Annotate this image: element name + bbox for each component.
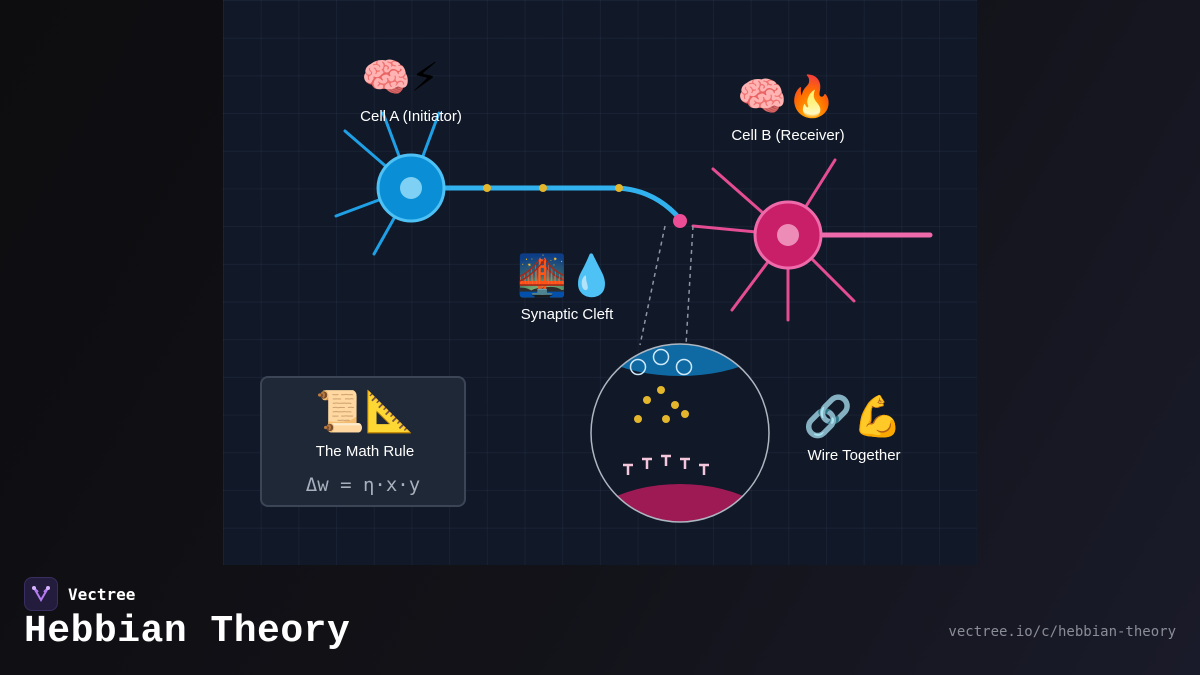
math-rule-label: The Math Rule	[315, 443, 415, 460]
neuron-diagram	[334, 111, 933, 523]
vesicle	[629, 358, 647, 376]
math-formula: Δw = η·x·y	[305, 474, 421, 496]
brand: Vectree	[24, 577, 135, 611]
synaptic-cleft-label: Synaptic Cleft	[520, 306, 614, 323]
cell-a-emoji: 🧠⚡	[361, 55, 439, 101]
cell-b-label: Cell B (Receiver)	[731, 127, 845, 144]
zoom-guide-line	[685, 225, 694, 346]
axon-a	[442, 185, 683, 222]
neurotransmitters	[634, 386, 689, 423]
vesicle	[675, 358, 693, 376]
vesicle	[652, 348, 670, 366]
signal-dot	[615, 184, 623, 192]
wire-together-emoji: 🔗💪	[803, 394, 903, 440]
page-url[interactable]: vectree.io/c/hebbian-theory	[948, 624, 1176, 640]
zoom-guide-line	[639, 225, 666, 346]
cell-b-emoji: 🧠🔥	[737, 74, 837, 120]
cell-a-label: Cell A (Initiator)	[360, 108, 462, 125]
diagram-panel: 🧠⚡ Cell A (Initiator) 🧠🔥 Cell B (Receive…	[223, 0, 977, 565]
brand-name: Vectree	[68, 584, 136, 604]
wire-together-label: Wire Together	[807, 447, 901, 464]
receptors	[623, 454, 709, 475]
postsynaptic-terminal	[591, 484, 769, 522]
math-rule-emoji: 📜📐	[315, 389, 415, 435]
signal-dot	[539, 184, 547, 192]
page-title: Hebbian Theory	[24, 610, 351, 653]
signal-dot	[483, 184, 491, 192]
synapse-point	[673, 214, 687, 228]
math-rule-card: 📜📐 The Math Rule Δw = η·x·y	[260, 376, 466, 507]
synaptic-cleft-emoji: 🌉💧	[517, 253, 617, 299]
vectree-logo-icon	[24, 577, 58, 611]
cell-a-nucleus	[400, 177, 422, 199]
cell-b-nucleus	[777, 224, 799, 246]
